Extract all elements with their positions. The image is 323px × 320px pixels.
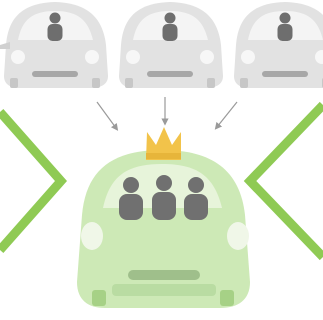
chevron-right-icon bbox=[0, 109, 68, 253]
crown-icon bbox=[146, 127, 181, 160]
green-car-icon bbox=[77, 150, 250, 308]
person-icon bbox=[277, 12, 293, 41]
small-car-left bbox=[0, 2, 108, 88]
person-icon bbox=[119, 177, 143, 220]
small-car-right bbox=[234, 2, 323, 88]
person-icon bbox=[47, 12, 63, 41]
arrow-down-icon bbox=[214, 101, 238, 130]
big-car bbox=[77, 150, 250, 308]
person-icon bbox=[162, 12, 178, 41]
person-icon bbox=[184, 177, 208, 220]
chevron-left-icon bbox=[243, 101, 323, 261]
person-icon bbox=[152, 175, 176, 220]
small-car-middle bbox=[119, 2, 223, 88]
gray-car-icon bbox=[0, 2, 108, 88]
gray-car-icon bbox=[234, 2, 323, 88]
arrow-down-icon bbox=[96, 101, 119, 131]
